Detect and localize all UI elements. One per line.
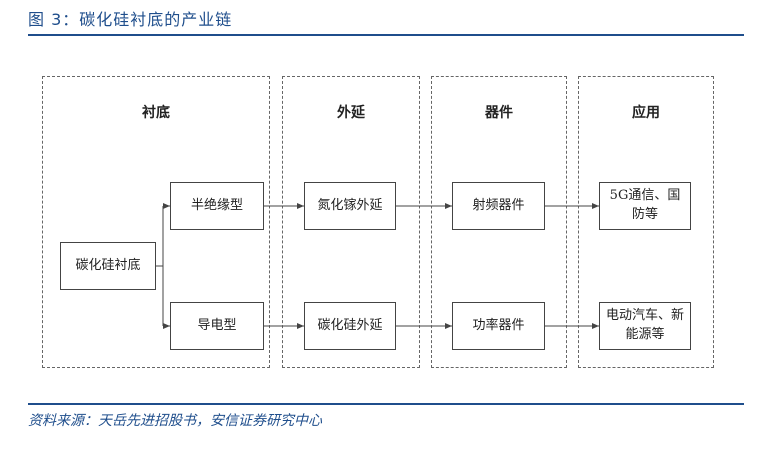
node-rf-device: 射频器件 bbox=[452, 182, 545, 230]
stage-title-application: 应用 bbox=[632, 105, 660, 121]
stage-panel-epitaxy bbox=[282, 76, 420, 368]
node-application-ev: 电动汽车、新能源等 bbox=[599, 302, 691, 350]
figure-title-separator: ： bbox=[62, 10, 80, 29]
node-application-5g: 5G通信、国防等 bbox=[599, 182, 691, 230]
figure-label: 图 3 bbox=[28, 10, 63, 29]
stage-title-device: 器件 bbox=[485, 105, 513, 121]
node-sic-epitaxy: 碳化硅外延 bbox=[304, 302, 396, 350]
source-note: 资料来源：天岳先进招股书，安信证券研究中心 bbox=[28, 413, 322, 429]
stage-panel-application bbox=[578, 76, 714, 368]
stage-title-epitaxy: 外延 bbox=[337, 105, 365, 121]
figure-title: 图 3：碳化硅衬底的产业链 bbox=[28, 6, 232, 30]
footer-rule bbox=[28, 403, 744, 405]
header-rule bbox=[28, 34, 744, 36]
stage-title-substrate: 衬底 bbox=[142, 105, 170, 121]
node-conductive: 导电型 bbox=[170, 302, 264, 350]
node-sic-substrate: 碳化硅衬底 bbox=[60, 242, 156, 290]
stage-panel-device bbox=[431, 76, 567, 368]
node-gan-epitaxy: 氮化镓外延 bbox=[304, 182, 396, 230]
figure-title-text: 碳化硅衬底的产业链 bbox=[79, 10, 233, 29]
node-power-device: 功率器件 bbox=[452, 302, 545, 350]
stage-panel-substrate bbox=[42, 76, 270, 368]
node-semi-insulating: 半绝缘型 bbox=[170, 182, 264, 230]
